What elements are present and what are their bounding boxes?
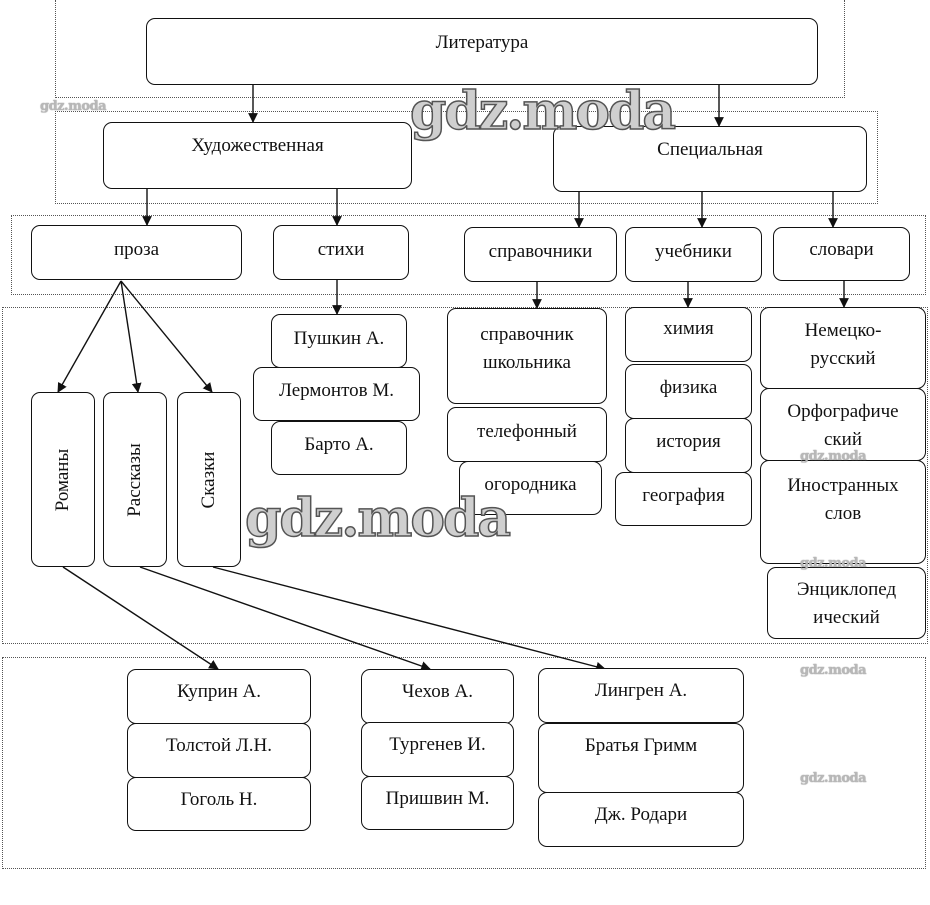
node-label: Специальная [657,139,763,160]
watermark-small: gdz.moda [800,449,867,464]
node-textbooks: учебники [625,227,762,282]
node-label: Гоголь Н. [180,789,258,810]
node-author: Лингрен А. [538,668,744,723]
node-textbook: физика [625,364,752,419]
node-label: Лингрен А. [594,680,688,701]
node-label: Пушкин А. [293,328,385,349]
node-label: Романы [52,448,73,511]
node-label: ский [824,429,862,450]
region-level2 [11,215,926,295]
node-author: Тургенев И. [361,722,514,777]
node-textbook: история [625,418,752,473]
node-label: Чехов А. [402,681,473,702]
node-poet: Пушкин А. [271,314,407,368]
node-label: география [642,485,725,506]
node-tales: Сказки [177,392,241,567]
node-label: история [656,431,721,452]
node-dictionary: Энциклопед ический [767,567,926,639]
node-label: стихи [317,239,365,260]
node-textbook: география [615,472,752,526]
node-label: Дж. Родари [594,804,688,825]
node-reference-book: огородника [459,461,602,515]
node-textbook: химия [625,307,752,362]
watermark-small: gdz.moda [800,556,867,571]
node-author: Пришвин М. [361,776,514,830]
node-label: Братья Гримм [584,735,698,756]
watermark-small: gdz.moda [800,663,867,678]
node-label: Лермонтов М. [278,380,394,401]
node-label: телефонный [477,421,577,442]
node-label: Орфографиче [787,401,899,422]
node-label: Барто А. [304,434,374,455]
node-label: Литература [435,32,529,53]
node-poems: стихи [273,225,409,280]
node-poet: Лермонтов М. [253,367,420,421]
node-dictionaries: словари [773,227,910,281]
node-label: словари [809,239,874,260]
node-label: учебники [655,241,732,262]
node-label: химия [663,318,714,339]
node-label: школьника [482,352,571,373]
node-dictionary: Немецко- русский [760,307,926,389]
node-label: справочник [480,324,574,345]
node-label: Тургенев И. [389,734,486,755]
node-label: Энциклопед [796,579,897,600]
node-label: Иностранных [787,475,899,496]
node-author: Дж. Родари [538,792,744,847]
node-reference: справочники [464,227,617,282]
node-stories: Рассказы [103,392,167,567]
node-special: Специальная [553,126,867,192]
node-label: проза [113,239,160,260]
node-label: огородника [484,474,577,495]
node-reference-book: телефонный [447,407,607,462]
node-reference-book: справочник школьника [447,308,607,404]
node-label: Немецко- [804,320,882,341]
watermark-small: gdz.moda [40,99,107,114]
node-author: Куприн А. [127,669,311,724]
watermark-small: gdz.moda [800,771,867,786]
node-dictionary: Иностранных слов [760,460,926,564]
node-author: Гоголь Н. [127,777,311,831]
watermark-big: gdz.moda [409,81,677,142]
node-author: Братья Гримм [538,723,744,793]
node-label: ический [813,607,880,628]
node-literature: Литература [146,18,818,85]
node-label: Куприн А. [177,681,261,702]
node-label: слов [824,503,862,524]
node-label: физика [659,377,718,398]
region-root [55,0,845,98]
watermark-big: gdz.moda [244,488,512,549]
node-prose: проза [31,225,242,280]
node-label: Толстой Л.Н. [166,735,272,756]
node-novels: Романы [31,392,95,567]
node-poet: Барто А. [271,421,407,475]
node-label: Сказки [198,451,219,508]
node-label: русский [810,348,876,369]
region-level1 [55,111,878,204]
node-dictionary: Орфографиче ский [760,388,926,461]
node-label: справочники [488,241,593,262]
node-author: Толстой Л.Н. [127,723,311,778]
node-label: Художественная [191,135,324,156]
node-label: Рассказы [124,442,145,517]
node-author: Чехов А. [361,669,514,724]
node-fiction: Художественная [103,122,412,189]
node-label: Пришвин М. [385,788,490,809]
